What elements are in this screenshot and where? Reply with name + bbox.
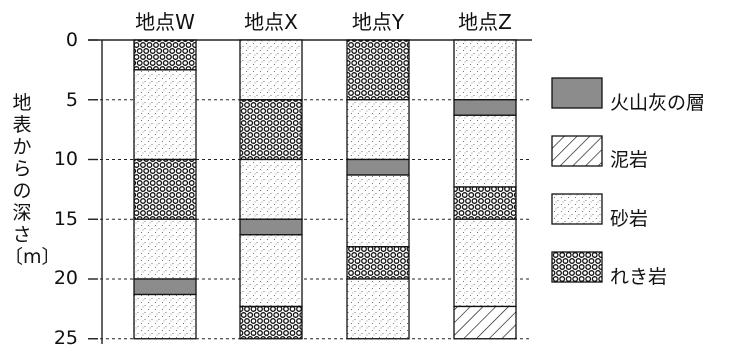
column-site-z	[454, 40, 516, 339]
legend-swatches	[552, 78, 602, 282]
layer-sandstone	[347, 175, 409, 247]
legend-label-ash: 火山灰の層	[610, 88, 705, 115]
tick-label-20: 20	[38, 267, 78, 289]
stratigraphic-columns	[134, 40, 516, 339]
layer-conglomerate	[347, 40, 409, 100]
layer-sandstone	[134, 70, 196, 160]
layer-sandstone	[347, 100, 409, 160]
column-site-y	[347, 40, 409, 339]
legend-label-mudstone: 泥岩	[610, 145, 648, 172]
layer-sandstone	[454, 40, 516, 100]
y-axis-char: か	[10, 136, 34, 158]
layer-conglomerate	[240, 306, 302, 338]
layer-sandstone	[134, 219, 196, 279]
y-axis-label: 地 表 か ら の 深 さ 〔m〕	[10, 92, 34, 268]
layer-conglomerate	[134, 40, 196, 70]
layer-conglomerate	[240, 100, 302, 160]
y-axis-char: 地	[10, 92, 34, 114]
y-axis-char: さ	[10, 224, 34, 246]
legend-swatch-sandstone	[552, 194, 602, 224]
y-axis-unit: 〔m〕	[4, 246, 44, 268]
y-axis-char: 深	[10, 202, 34, 224]
y-axis-char: 表	[10, 114, 34, 136]
layer-sandstone	[240, 235, 302, 307]
legend-swatch-ash	[552, 78, 602, 108]
column-site-x	[240, 40, 302, 339]
layer-sandstone	[454, 219, 516, 306]
layer-conglomerate	[134, 160, 196, 220]
layer-ash	[134, 279, 196, 295]
column-site-w	[134, 40, 196, 339]
layer-conglomerate	[347, 247, 409, 279]
layer-sandstone	[240, 160, 302, 220]
tick-label-15: 15	[38, 208, 78, 230]
y-axis-char: の	[10, 180, 34, 202]
site-label-y: 地点Y	[343, 6, 413, 35]
legend-swatch-mudstone	[552, 136, 602, 166]
layer-ash	[347, 160, 409, 176]
tick-label-25: 25	[38, 327, 78, 349]
site-label-x: 地点X	[236, 6, 306, 35]
layer-sandstone	[240, 40, 302, 100]
layer-ash	[240, 219, 302, 235]
layer-ash	[454, 100, 516, 116]
layer-sandstone	[454, 115, 516, 187]
legend-swatch-conglomerate	[552, 252, 602, 282]
layer-sandstone	[134, 295, 196, 339]
tick-label-5: 5	[38, 89, 78, 111]
site-label-w: 地点W	[130, 6, 200, 35]
legend-label-conglomerate: れき岩	[610, 262, 667, 289]
tick-label-0: 0	[38, 29, 78, 51]
y-axis-char: ら	[10, 158, 34, 180]
layer-sandstone	[347, 279, 409, 339]
legend-label-sandstone: 砂岩	[610, 204, 648, 231]
tick-label-10: 10	[38, 148, 78, 170]
layer-mudstone	[454, 306, 516, 338]
site-label-z: 地点Z	[450, 6, 520, 35]
layer-conglomerate	[454, 187, 516, 219]
